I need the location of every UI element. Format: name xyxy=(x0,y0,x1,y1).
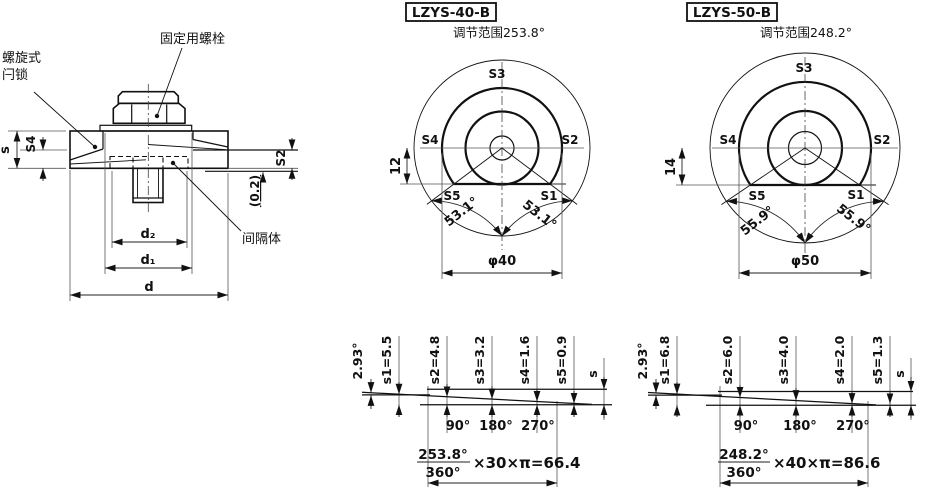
s2-value-40: s2=4.8 xyxy=(427,336,442,385)
model-code-40: LZYS-40-B xyxy=(412,5,490,21)
latch-label-line1: 螺旋式 xyxy=(2,51,41,66)
header-40: LZYS-40-B 调节范围253.8° xyxy=(405,2,545,40)
leader-dot-latch xyxy=(92,144,98,150)
drop-label-40: 12 xyxy=(389,157,404,175)
deg90-40: 90° xyxy=(446,419,471,434)
s3-value-40: s3=3.2 xyxy=(472,336,487,385)
section-view-dimensions xyxy=(8,47,298,301)
s4-label-50: S4 xyxy=(720,133,737,147)
deg180-40: 180° xyxy=(479,419,513,434)
dim-label-gap: (0.2) xyxy=(248,175,262,207)
front-view-40: S3 S4 S2 S5 S1 12 53.1° 53.1° φ40 xyxy=(389,59,591,279)
dim-label-d: d xyxy=(144,280,153,295)
header-50: LZYS-50-B 调节范围248.2° xyxy=(686,2,852,40)
leader-dot-bolt xyxy=(154,113,160,119)
frac-num-50: 248.2° xyxy=(719,447,768,463)
s1-label-40: S1 xyxy=(541,189,558,203)
dim-label-d2: d₂ xyxy=(141,227,156,242)
formula-40: ×30×π=66.4 xyxy=(473,454,580,472)
deg90-50: 90° xyxy=(734,419,759,434)
range-40: 调节范围253.8° xyxy=(453,25,545,40)
angle-right-50: 55.9° xyxy=(833,201,873,237)
dim-label-s: s xyxy=(0,146,13,154)
s4-value-40: s4=1.6 xyxy=(517,335,532,384)
frac-den-50: 360° xyxy=(727,465,762,481)
s1-value-50: s1=6.8 xyxy=(657,336,672,385)
s-gap-label-50: s xyxy=(892,370,907,377)
s4-value-50: s4=2.0 xyxy=(832,335,847,384)
dim-label-s4: S4 xyxy=(24,136,38,153)
bolt-label: 固定用螺栓 xyxy=(160,32,225,47)
s2-value-50: s2=6.0 xyxy=(720,335,735,384)
drop-label-50: 14 xyxy=(664,158,679,176)
s5-value-40: s5=0.9 xyxy=(554,336,569,385)
s5-label-40: S5 xyxy=(444,189,461,203)
dia-label-50: φ50 xyxy=(791,254,819,269)
s5-value-50: s5=1.3 xyxy=(870,336,885,385)
dim-label-d1: d₁ xyxy=(141,253,156,268)
frac-num-40: 253.8° xyxy=(418,447,467,463)
s5-label-50: S5 xyxy=(749,189,766,203)
dia-label-40: φ40 xyxy=(488,254,516,269)
frac-den-40: 360° xyxy=(426,465,461,481)
formula-50: ×40×π=86.6 xyxy=(773,454,880,472)
profile-view-50: 2.93° s1=6.8 s2=6.0 s3=4.0 s4=2.0 s5=1.3… xyxy=(635,335,916,487)
s4-label-40: S4 xyxy=(422,133,439,147)
section-view-labels: 螺旋式 闩锁 固定用螺栓 间隔体 s S4 S2 (0.2) d₂ d₁ d xyxy=(0,32,288,295)
dim-label-s2: S2 xyxy=(274,150,288,167)
taper-label-50: 2.93° xyxy=(635,342,650,379)
taper-label-40: 2.93° xyxy=(350,342,365,379)
front-view-50: S3 S4 S2 S5 S1 14 55.9° 55.9° φ50 xyxy=(664,52,901,279)
deg270-50: 270° xyxy=(836,419,870,434)
range-50: 调节范围248.2° xyxy=(760,25,852,40)
s-gap-label-40: s xyxy=(585,370,600,377)
spacer-label: 间隔体 xyxy=(242,232,281,247)
deg180-50: 180° xyxy=(783,419,817,434)
s1-value-40: s1=5.5 xyxy=(379,336,394,385)
s2-label-40: S2 xyxy=(562,133,579,147)
s1-label-50: S1 xyxy=(848,188,865,202)
s3-value-50: s3=4.0 xyxy=(776,335,791,384)
section-view xyxy=(69,84,298,213)
model-code-50: LZYS-50-B xyxy=(693,5,771,21)
deg270-40: 270° xyxy=(521,419,555,434)
s3-label-40: S3 xyxy=(489,67,506,81)
leader-dot-spacer xyxy=(170,160,176,166)
s3-label-50: S3 xyxy=(796,61,813,75)
latch-label-line2: 闩锁 xyxy=(2,67,28,83)
s2-label-50: S2 xyxy=(874,133,891,147)
profile-view-40: 2.93° s1=5.5 s2=4.8 s3=3.2 s4=1.6 s5=0.9… xyxy=(350,335,612,487)
